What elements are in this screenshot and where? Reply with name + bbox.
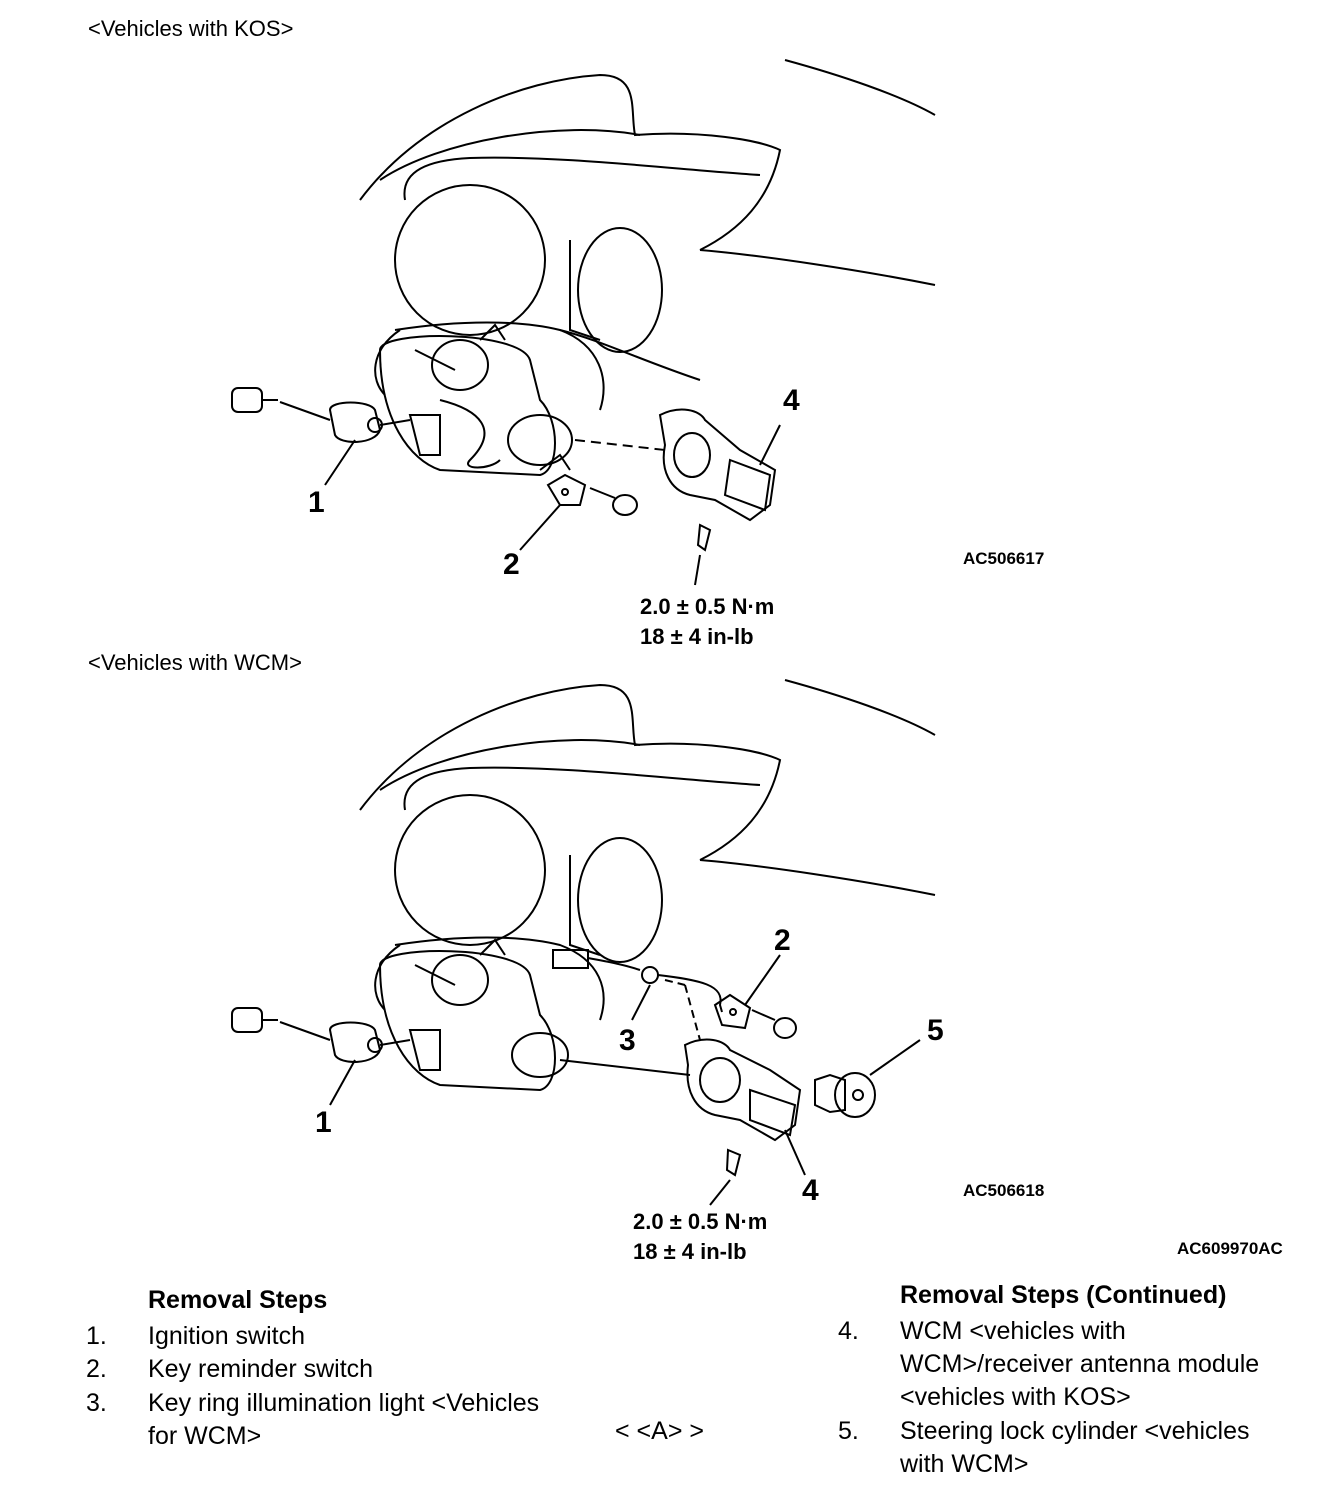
step-text-continued: WCM>/receiver antenna module (900, 1350, 1260, 1378)
callout-3-wcm: 3 (619, 1024, 636, 1057)
removal-steps-title: Removal Steps (148, 1286, 328, 1314)
wcm-module-wcm (559, 1038, 806, 1206)
figure-id-kos: AC506617 (963, 549, 1045, 568)
removal-steps-continued-title: Removal Steps (Continued) (900, 1281, 1227, 1309)
figure-id-wcm: AC506618 (963, 1181, 1045, 1200)
key-reminder-switch-wcm (713, 954, 797, 1039)
callout-2-wcm: 2 (774, 924, 791, 957)
step-number: 5. (838, 1417, 859, 1445)
ignition-switch-kos (231, 387, 411, 486)
dashboard-outline-kos (359, 59, 936, 411)
step-text: WCM <vehicles with (900, 1317, 1126, 1345)
step-text: Steering lock cylinder <vehicles (900, 1417, 1250, 1445)
diagram-wcm-heading: <Vehicles with WCM> (88, 650, 302, 675)
step-number: 4. (838, 1317, 859, 1345)
diagram-kos-heading: <Vehicles with KOS> (88, 16, 294, 41)
page-figure-id: AC609970AC (1177, 1239, 1283, 1258)
ignition-switch-wcm (231, 1007, 411, 1106)
step-text: Key reminder switch (148, 1355, 374, 1383)
step-number: 1. (86, 1322, 107, 1350)
step-number: 2. (86, 1355, 107, 1383)
step-text-continued: for WCM> (148, 1422, 262, 1450)
wcm-module-kos (574, 408, 781, 586)
steering-lock-cylinder-wcm (814, 1039, 921, 1118)
steering-column-kos (378, 323, 573, 477)
step-text-continued: with WCM> (900, 1450, 1029, 1478)
torque-metric-kos: 2.0 ± 0.5 N·m (640, 594, 775, 619)
torque-spec-kos: 2.0 ± 0.5 N·m 18 ± 4 in-lb (640, 592, 774, 652)
step-text-continued-2: <vehicles with KOS> (900, 1383, 1131, 1411)
removal-step-1: 1. Ignition switch (86, 1320, 606, 1353)
torque-imperial-kos: 18 ± 4 in-lb (640, 624, 754, 649)
removal-step-5: 5. Steering lock cylinder <vehicles with… (838, 1415, 1318, 1481)
service-point-mark: < <A> > (615, 1417, 704, 1445)
removal-step-4: 4. WCM <vehicles with WCM>/receiver ante… (838, 1315, 1318, 1414)
callout-4-wcm: 4 (802, 1174, 819, 1207)
step-text: Ignition switch (148, 1322, 306, 1350)
callout-5-wcm: 5 (927, 1014, 944, 1047)
torque-imperial-wcm: 18 ± 4 in-lb (633, 1239, 747, 1264)
removal-step-3: 3. Key ring illumination light <Vehicles… (86, 1387, 606, 1453)
callout-1-kos: 1 (308, 486, 325, 519)
step-number: 3. (86, 1389, 107, 1417)
callout-1-wcm: 1 (315, 1106, 332, 1139)
callout-4-kos: 4 (783, 384, 800, 417)
dashboard-outline-wcm (359, 679, 936, 1021)
torque-spec-wcm: 2.0 ± 0.5 N·m 18 ± 4 in-lb (633, 1207, 767, 1267)
step-text: Key ring illumination light <Vehicles (148, 1389, 540, 1417)
steering-column-wcm (378, 938, 569, 1092)
key-reminder-switch-kos (519, 473, 638, 551)
removal-step-2: 2. Key reminder switch (86, 1353, 606, 1386)
illumination-light-wcm (552, 949, 723, 1041)
callout-2-kos: 2 (503, 548, 520, 581)
torque-metric-wcm: 2.0 ± 0.5 N·m (633, 1209, 768, 1234)
